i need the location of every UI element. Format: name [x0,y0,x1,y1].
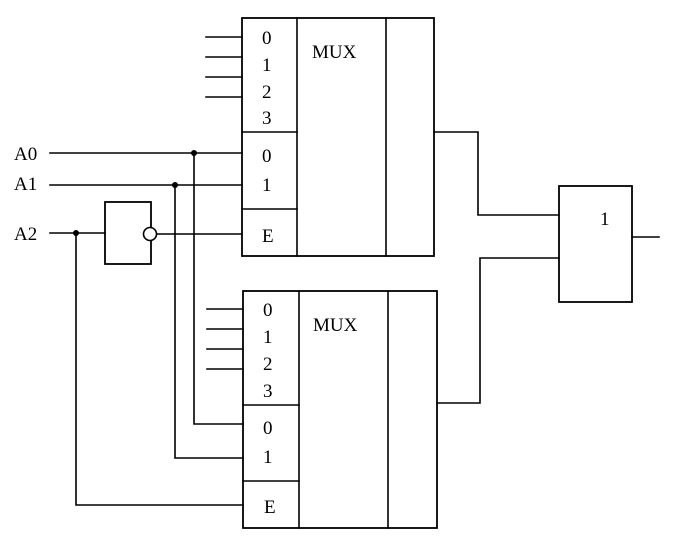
junction-dot [191,150,197,156]
junction-dot [172,182,178,188]
mux-bottom-select-pin-1: 1 [263,447,273,468]
or-gate-body [558,185,633,303]
mux-top-data-pin-1: 1 [262,55,272,76]
input-label-a0: A0 [14,144,37,165]
or-gate-label: 1 [600,209,610,230]
mux-bottom-title: MUX [313,315,358,336]
mux-top-select-pin-1: 1 [262,175,272,196]
mux-top-data-pin-0: 0 [262,28,272,49]
wire-a1-to-bottom-mux [174,184,244,459]
input-label-a2: A2 [14,224,37,245]
wire-a0-to-bottom-mux [193,152,244,425]
mux-bottom-select-pin-0: 0 [263,418,273,439]
mux-bottom-enable-pin: E [264,497,276,518]
mux-bottom-data-pin-2: 2 [263,354,273,375]
inverter-bubble [142,226,158,242]
mux-top-data-pin-3: 3 [262,108,272,129]
inverter [104,201,158,265]
mux-top-enable-pin: E [262,226,274,247]
wire-a2-to-bottom-mux-enable [75,232,244,506]
mux-bottom-body [242,290,438,529]
mux-top-title: MUX [312,42,357,63]
mux-top: MUX 0 1 2 3 0 1 E [205,17,435,257]
mux-top-select-pin-0: 0 [262,146,272,167]
input-label-a1: A1 [14,174,37,195]
mux-bottom-data-pin-1: 1 [263,327,273,348]
mux-bottom: MUX 0 1 2 3 0 1 E [206,290,438,529]
mux-bottom-data-pin-0: 0 [263,300,273,321]
junction-dot [73,230,79,236]
mux-top-body [241,17,435,257]
mux-bottom-data-pin-3: 3 [263,381,273,402]
wire-top-mux-output [433,131,560,216]
mux-top-data-pin-2: 2 [262,82,272,103]
wire-bottom-mux-output [436,257,560,404]
or-gate: 1 [558,185,660,303]
